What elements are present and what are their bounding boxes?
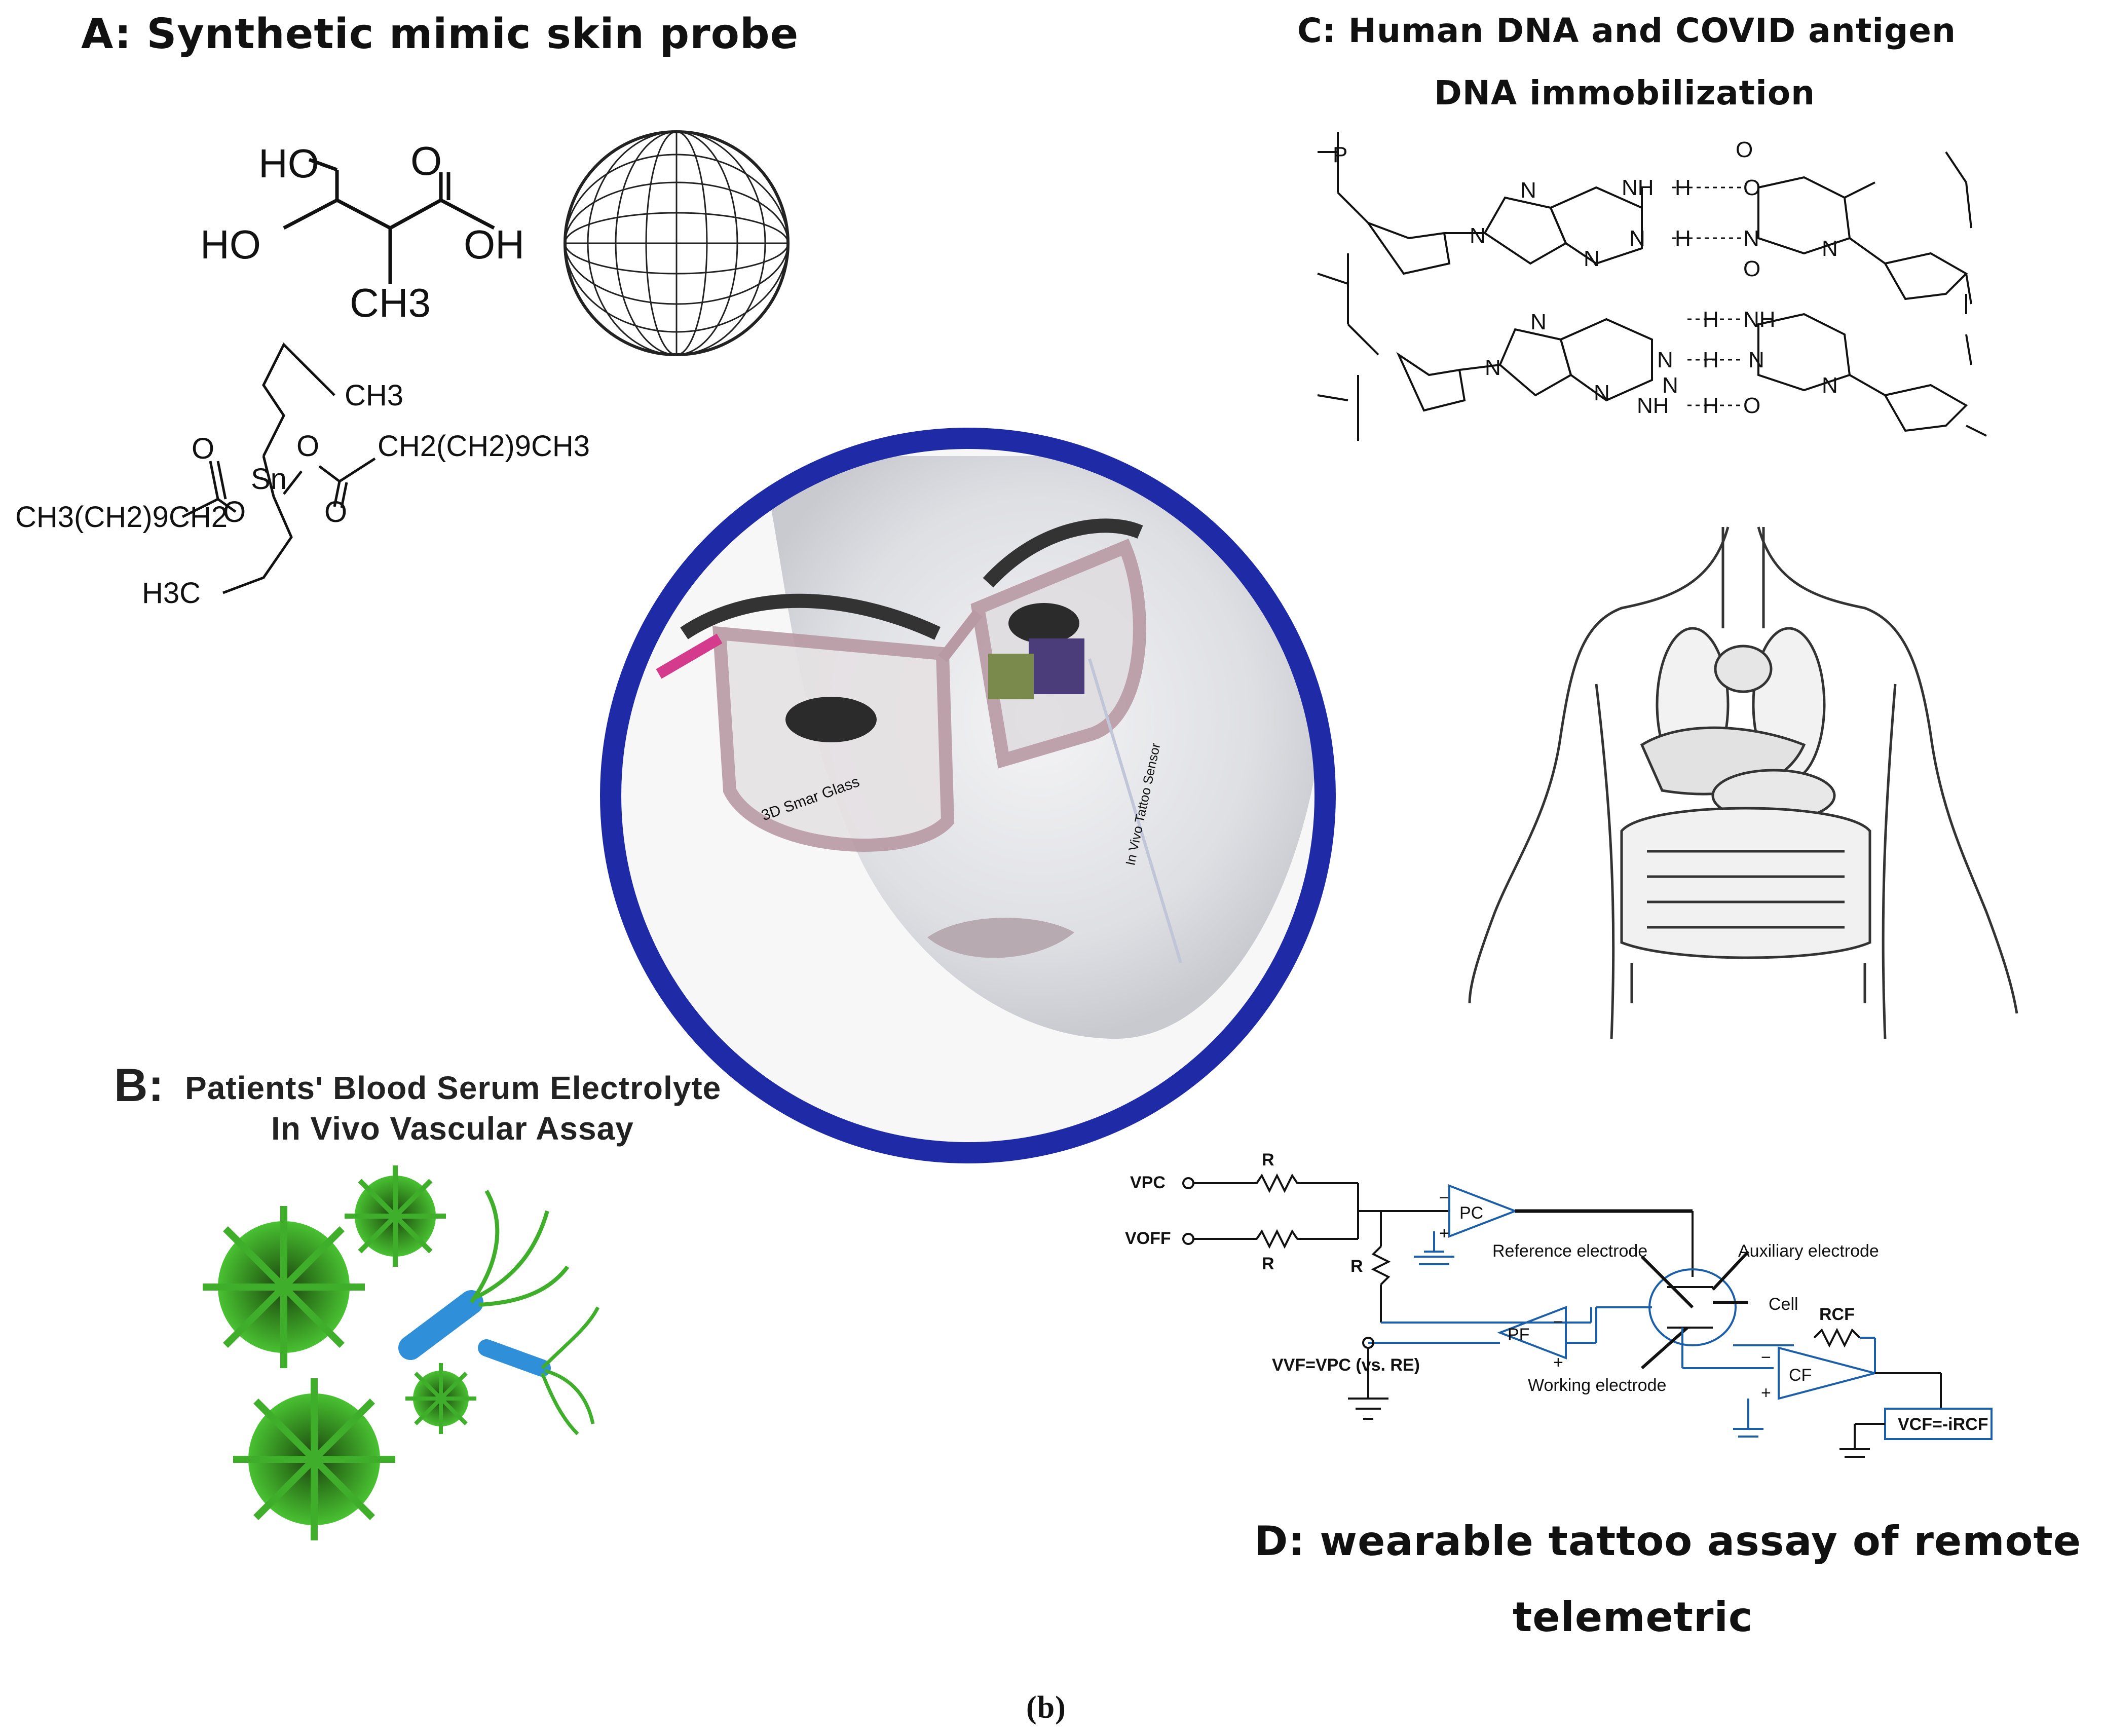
bacterium-2: [478, 1306, 600, 1436]
circuit-pf: PF: [1508, 1325, 1529, 1344]
dna-n3: N: [1584, 246, 1600, 271]
tin-o4: O: [324, 496, 347, 529]
dmpa-carbonyl-o: O: [410, 138, 442, 183]
dna-o3: O: [1743, 393, 1760, 418]
circuit-vvf: VVF=VPC (vs. RE): [1272, 1355, 1420, 1375]
dna-h5: H: [1703, 393, 1719, 418]
dna-n11: N: [1822, 373, 1838, 398]
circuit-r1: R: [1262, 1150, 1274, 1169]
tin-chain-right: CH2(CH2)9CH3: [378, 430, 590, 463]
dna-h2: H: [1675, 226, 1691, 251]
tin-o1: O: [192, 432, 214, 465]
center-ring: [600, 428, 1336, 1163]
dna-p: P: [1333, 142, 1347, 167]
virus-large-1: [203, 1206, 365, 1368]
dna-nh1: NH: [1622, 175, 1654, 200]
panel-b-title-line1: Patients' Blood Serum Electrolyte: [185, 1070, 722, 1106]
circuit-vcf: VCF=-iRCF: [1898, 1415, 1988, 1434]
dna-o1: O: [1743, 175, 1760, 200]
circuit-reference: Reference electrode: [1492, 1241, 1647, 1261]
panel-b-letter: B:: [114, 1060, 165, 1111]
circuit-pf-plus: +: [1553, 1353, 1563, 1372]
dna-n6: N: [1657, 348, 1673, 372]
dna-n13: N: [1662, 373, 1678, 398]
tin-chain-left: CH3(CH2)9CH2: [15, 501, 228, 534]
dna-n4: N: [1520, 178, 1536, 203]
pathogen-illustration: [203, 1165, 600, 1540]
dmpa-molecule: [283, 158, 495, 284]
face-portrait: [613, 441, 1323, 1150]
circuit-r3: R: [1350, 1257, 1363, 1276]
dna-n1: N: [1629, 226, 1645, 251]
circuit-pf-minus: −: [1553, 1312, 1563, 1332]
circuit-pc-plus: +: [1439, 1224, 1449, 1243]
dmpa-oh-right: OH: [464, 222, 524, 267]
virus-small-1: [345, 1165, 446, 1267]
dna-h3: H: [1703, 307, 1719, 332]
panel-c-title-line2: DNA immobilization: [1434, 73, 1816, 112]
dna-n9: N: [1530, 310, 1547, 334]
dna-n12: N: [1822, 236, 1838, 261]
dna-n8: N: [1594, 381, 1610, 405]
dna-hbonds: [1672, 186, 1743, 406]
circuit-cell: Cell: [1769, 1295, 1798, 1314]
circuit-r2: R: [1262, 1254, 1274, 1273]
tin-o2: O: [223, 496, 246, 529]
tin-compound: [181, 342, 376, 594]
dna-labels: NH H O N H N N O N N H NH N H N NH H O N…: [1333, 137, 1838, 418]
circuit-pc-minus: −: [1439, 1188, 1449, 1207]
dna-nh2: NH: [1743, 307, 1776, 332]
circuit-voff: VOFF: [1125, 1229, 1171, 1248]
dmpa-labels: HO HO OH O CH3: [200, 138, 524, 325]
tin-o3: O: [296, 430, 319, 463]
circuit-vpc: VPC: [1130, 1173, 1166, 1192]
bacterium-1: [398, 1190, 570, 1360]
dna-n7: N: [1748, 348, 1764, 372]
tin-labels: CH3 O O Sn O O CH2(CH2)9CH3 CH3(CH2)9CH2…: [15, 379, 590, 610]
dna-nh3: NH: [1637, 393, 1669, 418]
panel-d-title-line1: D: wearable tattoo assay of remote: [1254, 1518, 2082, 1565]
virus-small-2: [405, 1363, 476, 1434]
anatomy-figure: [1468, 526, 2018, 1039]
circuit-rcf: RCF: [1819, 1305, 1855, 1324]
dmpa-oh-left: HO: [200, 222, 261, 267]
dna-o2: O: [1743, 256, 1760, 281]
circuit-auxiliary: Auxiliary electrode: [1738, 1241, 1879, 1261]
dna-h4: H: [1703, 348, 1719, 372]
tin-h3c: H3C: [142, 577, 201, 610]
panel-d-title-line2: telemetric: [1513, 1594, 1753, 1641]
fullerene-sphere: [564, 130, 790, 356]
dna-o4: O: [1736, 137, 1753, 162]
circuit-pc: PC: [1459, 1203, 1483, 1223]
dna-h1: H: [1675, 175, 1691, 200]
dna-n5: N: [1470, 223, 1486, 248]
dna-structure: [1317, 132, 1987, 441]
dna-n2: N: [1743, 226, 1759, 251]
dna-n10: N: [1485, 355, 1501, 380]
dmpa-methyl: CH3: [350, 280, 431, 325]
circuit-cf: CF: [1789, 1366, 1812, 1385]
tin-ch3: CH3: [345, 379, 403, 412]
circuit-labels: VPC VOFF R R R PC PF CF RCF Reference el…: [1125, 1150, 1988, 1434]
tin-sn: Sn: [251, 463, 287, 496]
panel-a-title: A: Synthetic mimic skin probe: [81, 10, 799, 58]
dmpa-oh-top: HO: [258, 141, 319, 186]
circuit-cf-minus: −: [1761, 1348, 1771, 1367]
potentiostat-circuit: [1182, 1173, 1993, 1458]
panel-b-title-line2: In Vivo Vascular Assay: [271, 1110, 634, 1147]
figure-caption: (b): [1026, 1690, 1066, 1725]
circuit-working: Working electrode: [1528, 1376, 1666, 1395]
virus-large-2: [233, 1378, 395, 1540]
circuit-cf-plus: +: [1761, 1383, 1771, 1403]
panel-c-title-line1: C: Human DNA and COVID antigen: [1297, 11, 1956, 50]
